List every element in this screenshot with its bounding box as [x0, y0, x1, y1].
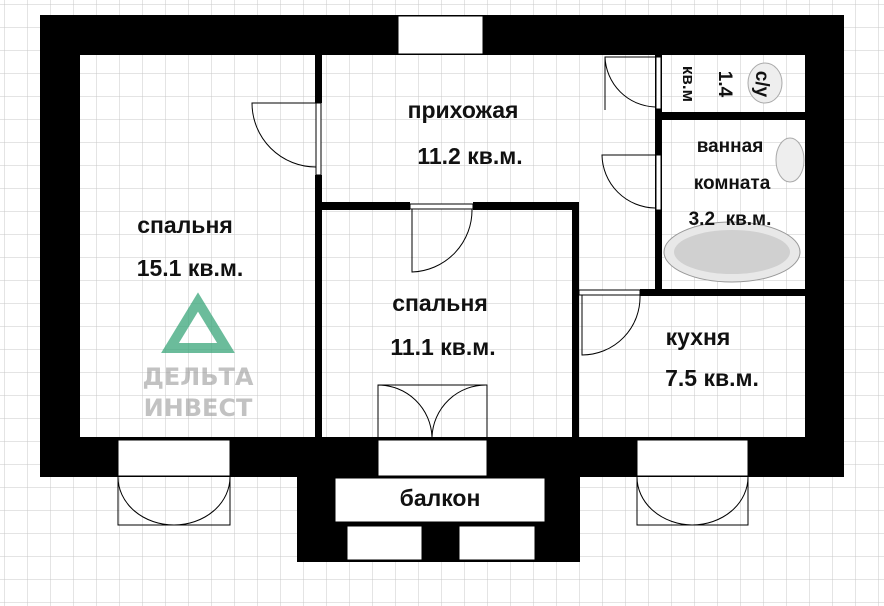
- window: [458, 525, 536, 561]
- room-label-hallway: прихожая: [408, 97, 519, 123]
- room-area-toilet-unit: кв.м: [679, 66, 698, 102]
- window: [117, 439, 231, 477]
- room-area-hallway: 11.2 кв.м.: [417, 143, 522, 169]
- windows: [117, 15, 749, 561]
- room-area-bedroom-center: 11.1 кв.м.: [390, 334, 495, 360]
- window: [636, 439, 749, 477]
- watermark-text: ДЕЛЬТА: [143, 363, 254, 391]
- balcony-door-opening: [377, 439, 488, 477]
- toilet-icon: [747, 62, 783, 104]
- room-label-bedroom-left: спальня: [137, 212, 233, 238]
- fixtures: [663, 62, 805, 283]
- room-area-kitchen: 7.5 кв.м.: [665, 365, 759, 391]
- watermark-logo: ДЕЛЬТА ИНВЕСТ: [143, 292, 254, 422]
- room-label-bathroom-2: комната: [694, 173, 771, 194]
- room-area-toilet-value: 1.4: [714, 71, 735, 98]
- room-label-balcony: балкон: [400, 485, 481, 511]
- sink-icon: [775, 137, 805, 183]
- room-label-kitchen: кухня: [666, 324, 731, 350]
- room-label-bathroom: ванная: [697, 136, 764, 157]
- balcony-floor: [334, 477, 546, 523]
- room-label-bedroom-center: спальня: [392, 290, 488, 316]
- room-area-bathroom: 3.2 кв.м.: [689, 209, 772, 230]
- room-label-toilet: с/у: [751, 71, 772, 98]
- entrance-door-opening: [397, 15, 484, 55]
- room-area-bedroom-left: 15.1 кв.м.: [137, 255, 244, 281]
- window: [346, 525, 423, 561]
- watermark-text: ИНВЕСТ: [144, 394, 253, 422]
- doors: [117, 56, 749, 526]
